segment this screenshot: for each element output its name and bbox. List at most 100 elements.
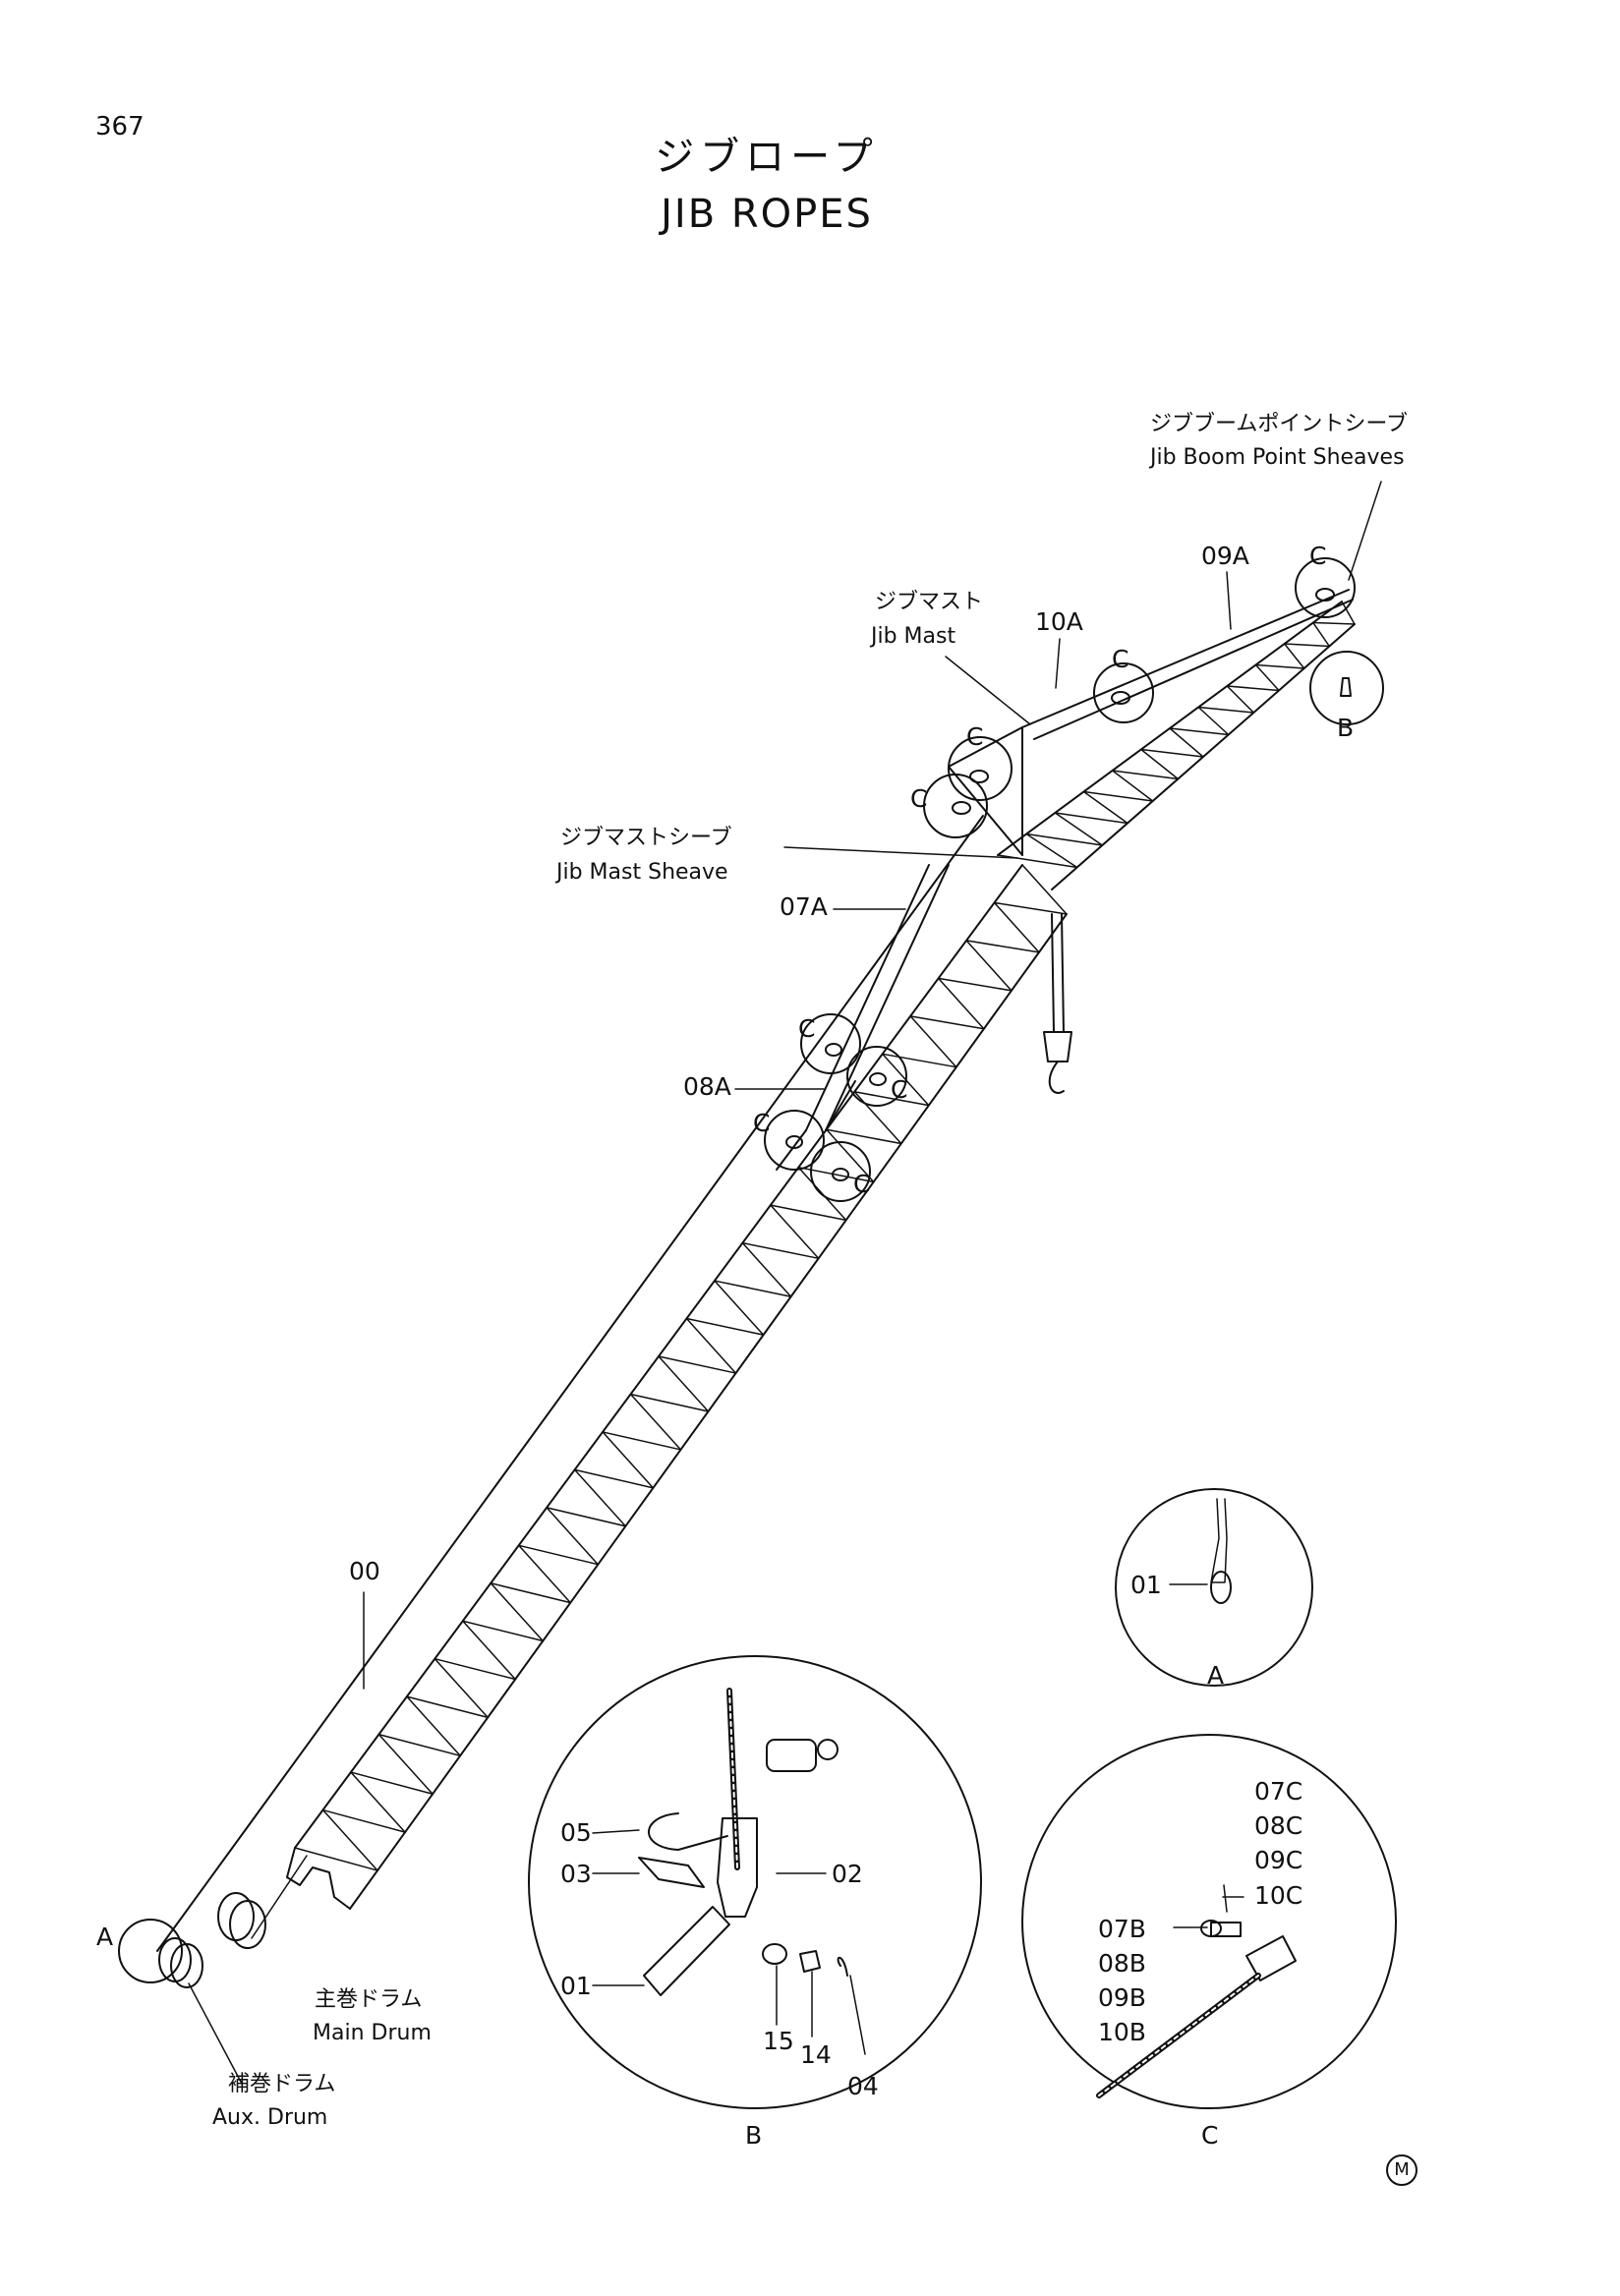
lattice-brace — [1140, 748, 1180, 780]
detail-c-label-09c: 09C — [1254, 1846, 1303, 1874]
lattice-brace — [1283, 643, 1305, 669]
callout-aux-drum-jp: 補巻ドラム — [228, 2072, 336, 2096]
detail-b-label-04: 04 — [847, 2072, 879, 2100]
lattice-brace — [602, 1431, 655, 1489]
detail-b-label-05: 05 — [560, 1818, 592, 1847]
part-label-10a: 10A — [1035, 607, 1083, 636]
lattice-brace — [546, 1507, 600, 1566]
detail-b-label-01: 01 — [560, 1972, 592, 2000]
detail-c-view — [1021, 1734, 1397, 2109]
jib-mast-struts — [948, 589, 1354, 856]
detail-circle-markers — [118, 557, 1384, 1983]
lattice-brace — [350, 1771, 434, 1795]
lattice-brace — [1025, 832, 1078, 869]
lattice-brace — [770, 1204, 820, 1260]
detail-marker-c-6: C — [891, 1075, 908, 1104]
lattice-brace — [770, 1204, 847, 1222]
detail-c-title: C — [1201, 2121, 1219, 2150]
lattice-brace — [937, 977, 1012, 992]
detail-c-label-07c: 07C — [1254, 1777, 1303, 1806]
part-label-08a: 08A — [683, 1072, 731, 1101]
lattice-brace — [909, 1015, 957, 1068]
part-label-00: 00 — [349, 1557, 380, 1585]
lattice-brace — [1226, 685, 1255, 714]
lattice-brace — [350, 1771, 406, 1833]
lattice-brace — [1197, 706, 1230, 736]
detail-marker-c-5: C — [798, 1014, 816, 1043]
detail-b-label-15: 15 — [763, 2027, 794, 2055]
lattice-brace — [490, 1582, 572, 1604]
lattice-brace — [853, 1091, 902, 1145]
lattice-brace — [517, 1544, 600, 1566]
lattice-brace — [546, 1507, 627, 1527]
lattice-brace — [573, 1468, 627, 1527]
detail-a-view — [1115, 1488, 1313, 1687]
lattice-brace — [490, 1582, 545, 1642]
detail-marker-c-1: C — [1309, 542, 1327, 570]
detail-c-label-08b: 08B — [1098, 1949, 1146, 1978]
detail-a-title: A — [1207, 1661, 1225, 1690]
lattice-brace — [1254, 663, 1280, 692]
lattice-brace — [406, 1695, 489, 1719]
lattice-brace — [714, 1280, 765, 1336]
lattice-brace — [1054, 812, 1104, 846]
part-label-09a: 09A — [1201, 542, 1249, 570]
lattice-brace — [629, 1393, 682, 1451]
lattice-brace — [321, 1808, 406, 1833]
lattice-brace — [1197, 706, 1255, 714]
jib-boom-lattice — [997, 601, 1356, 890]
lattice-brace — [1140, 748, 1204, 758]
lattice-brace — [1025, 832, 1104, 846]
page-title-jp: ジブロープ — [655, 135, 879, 180]
page-title-en: JIB ROPES — [661, 192, 873, 237]
lattice-brace — [377, 1733, 461, 1757]
detail-c-label-10b: 10B — [1098, 2018, 1146, 2046]
detail-b-label-03: 03 — [560, 1860, 592, 1888]
manufacturer-badge: M — [1386, 2154, 1418, 2186]
lattice-brace — [685, 1317, 765, 1336]
lattice-brace — [993, 901, 1068, 915]
lattice-brace — [937, 977, 985, 1030]
lattice-brace — [658, 1355, 737, 1374]
lattice-brace — [1226, 685, 1280, 692]
lattice-brace — [1169, 727, 1204, 758]
lattice-brace — [294, 1847, 378, 1871]
lattice-brace — [826, 1128, 875, 1183]
detail-a-label-01: 01 — [1130, 1571, 1162, 1599]
lattice-brace — [1021, 864, 1068, 915]
lattice-brace — [1111, 770, 1180, 780]
lattice-brace — [965, 940, 1040, 953]
jib-ropes — [156, 815, 1072, 1952]
lattice-brace — [1283, 643, 1331, 648]
lattice-brace — [377, 1733, 434, 1795]
detail-c-label-08c: 08C — [1254, 1811, 1303, 1840]
lattice-brace — [1341, 601, 1356, 625]
lattice-brace — [826, 1128, 902, 1145]
drums — [158, 1892, 266, 1988]
detail-marker-a-main: A — [96, 1923, 114, 1951]
lattice-brace — [321, 1808, 378, 1871]
callout-jib-mast-sheave-en: Jib Mast Sheave — [556, 860, 728, 885]
detail-b-label-14: 14 — [800, 2040, 832, 2069]
lattice-brace — [685, 1317, 737, 1374]
lattice-brace — [462, 1620, 516, 1681]
lattice-brace — [658, 1355, 710, 1412]
lattice-brace — [993, 901, 1040, 953]
lattice-brace — [434, 1657, 489, 1719]
lattice-brace — [573, 1468, 655, 1489]
detail-b-label-02: 02 — [832, 1860, 863, 1888]
lattice-brace — [965, 940, 1012, 992]
lattice-brace — [1111, 770, 1154, 802]
lattice-brace — [881, 1053, 957, 1068]
lattice-brace — [1254, 663, 1305, 669]
part-label-07a: 07A — [780, 892, 828, 921]
lattice-brace — [1312, 621, 1331, 648]
callout-jib-boom-point-sheaves-en: Jib Boom Point Sheaves — [1150, 445, 1405, 470]
lattice-brace — [517, 1544, 572, 1604]
detail-marker-c-4: C — [910, 784, 928, 813]
callout-main-drum-en: Main Drum — [313, 2021, 432, 2045]
page-number: 367 — [95, 112, 145, 142]
callout-main-drum-jp: 主巻ドラム — [315, 1987, 423, 2012]
lattice-brace — [997, 854, 1078, 869]
detail-marker-c-2: C — [1112, 645, 1129, 673]
